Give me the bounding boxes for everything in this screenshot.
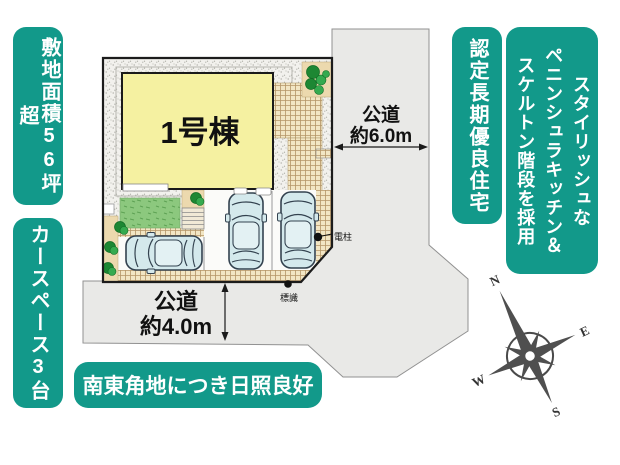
car-1 (125, 231, 203, 275)
sign-label: 標識 (280, 292, 298, 303)
svg-text:約4.0m: 約4.0m (140, 314, 212, 339)
gate (315, 148, 332, 159)
badge-site-area: 敷地面積56坪超 (13, 27, 63, 205)
badge-car-space: カースペース3台 (13, 218, 63, 408)
lawn (119, 197, 181, 229)
svg-text:W: W (469, 371, 487, 390)
utility-pole-label: 電柱 (334, 231, 352, 242)
utility-pole: 電柱 (313, 231, 352, 242)
road-sign: 標識 (280, 280, 298, 303)
entrance-steps (181, 207, 205, 230)
compass-icon: N E S W (469, 271, 591, 420)
road-south-label: 公道 約4.0m (140, 283, 229, 341)
svg-text:N: N (487, 271, 502, 289)
road-east-label: 公道 約6.0m (334, 103, 428, 151)
svg-text:約6.0m: 約6.0m (350, 124, 412, 147)
feature-line: ペニンシュラキッチン＆ (543, 46, 564, 255)
walkway (107, 228, 204, 237)
tree-icon (305, 65, 330, 95)
car-2 (224, 192, 268, 270)
building-1 (121, 72, 274, 190)
svg-text:E: E (577, 322, 591, 339)
badge-certified: 認定長期優良住宅 (452, 27, 502, 224)
car-3 (276, 191, 320, 269)
feature-line: スタイリッシュな (571, 74, 591, 227)
porch (122, 183, 169, 192)
svg-text:公道: 公道 (154, 289, 198, 314)
svg-text:S: S (550, 403, 563, 420)
site-features (103, 61, 332, 282)
feature-line: スケルトン階段を採用 (515, 55, 536, 246)
badge-sun-exposure: 南東角地につき日照良好 (74, 362, 322, 408)
site-boundary (101, 56, 334, 284)
svg-text:公道: 公道 (362, 103, 400, 126)
badge-features: スタイリッシュな ペニンシュラキッチン＆ スケルトン階段を採用 (506, 27, 598, 274)
building-label: 1号棟 (160, 115, 240, 150)
